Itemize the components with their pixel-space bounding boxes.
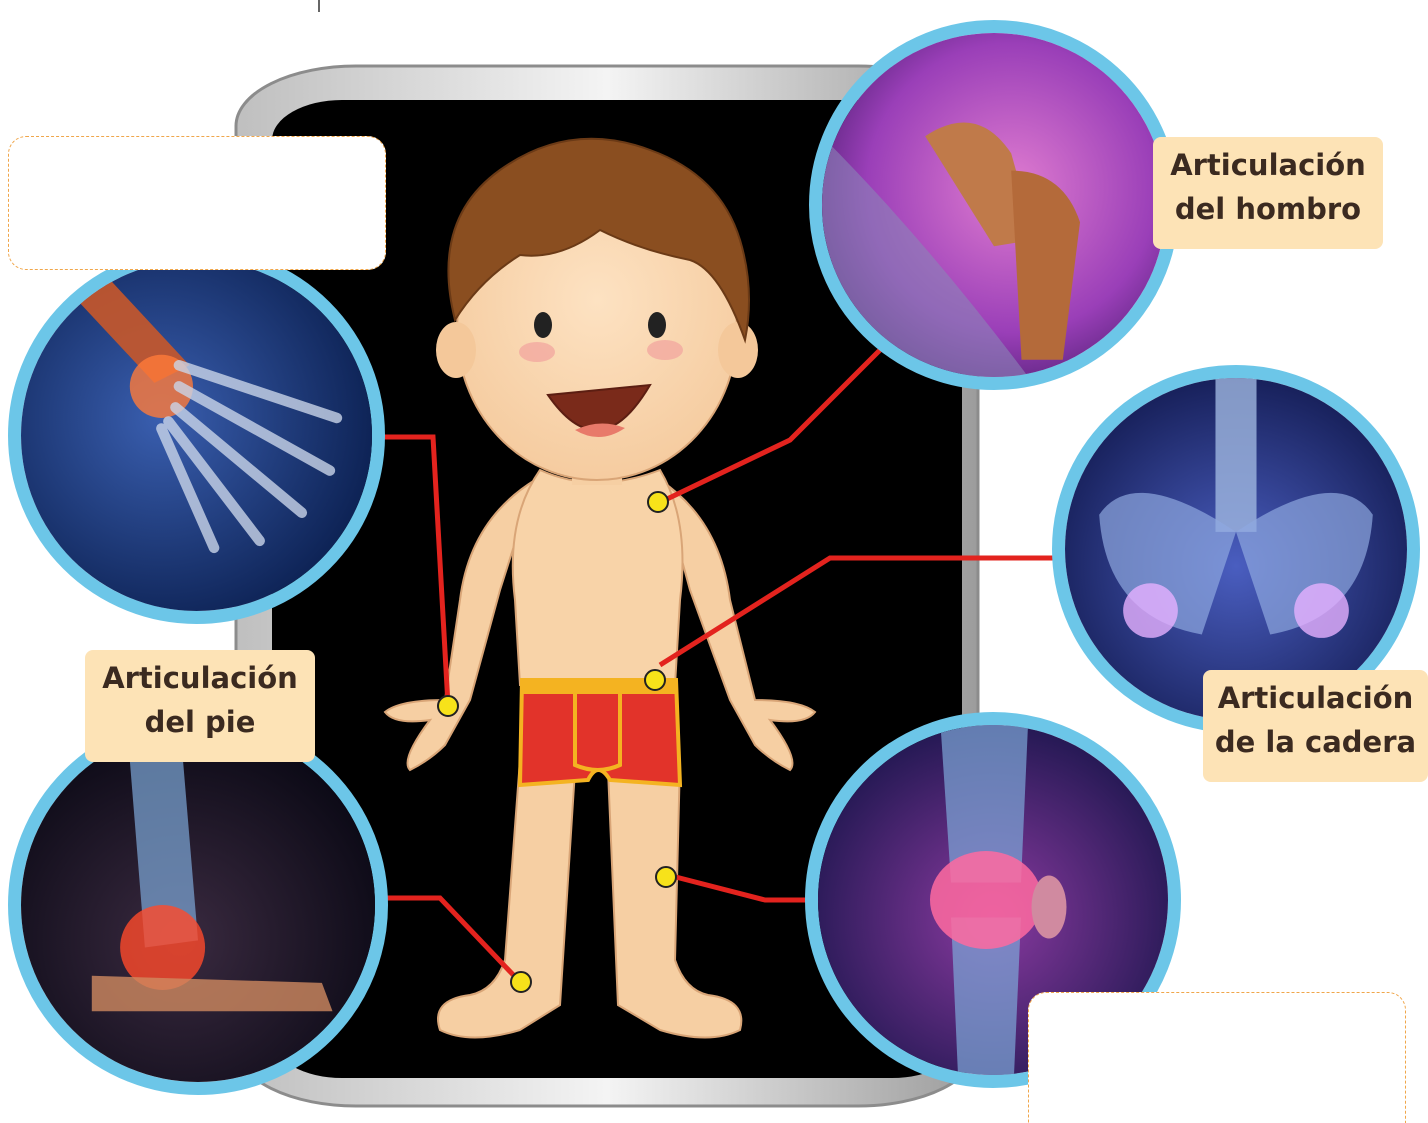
label-shoulder: Articulación del hombro — [1153, 137, 1383, 249]
label-foot-line1: Articulación — [95, 656, 305, 700]
joint-marker-shoulder — [648, 492, 668, 512]
label-shoulder-line2: del hombro — [1163, 187, 1373, 231]
shoulder-joint-image — [809, 20, 1179, 390]
label-foot: Articulación del pie — [85, 650, 315, 762]
ankle-joint-image — [8, 715, 388, 1095]
blank-answer-wrist[interactable] — [8, 136, 386, 270]
label-shoulder-line1: Articulación — [1163, 143, 1373, 187]
wrist-joint-image — [8, 247, 385, 624]
label-foot-line2: del pie — [95, 700, 305, 744]
label-hip: Articulación de la cadera — [1203, 670, 1428, 782]
label-hip-line1: Articulación — [1213, 676, 1418, 720]
label-hip-line2: de la cadera — [1213, 720, 1418, 764]
joint-marker-knee — [656, 867, 676, 887]
blank-answer-knee[interactable] — [1028, 992, 1406, 1123]
joint-marker-hip — [645, 670, 665, 690]
joint-marker-wrist — [438, 696, 458, 716]
joint-marker-ankle — [511, 972, 531, 992]
